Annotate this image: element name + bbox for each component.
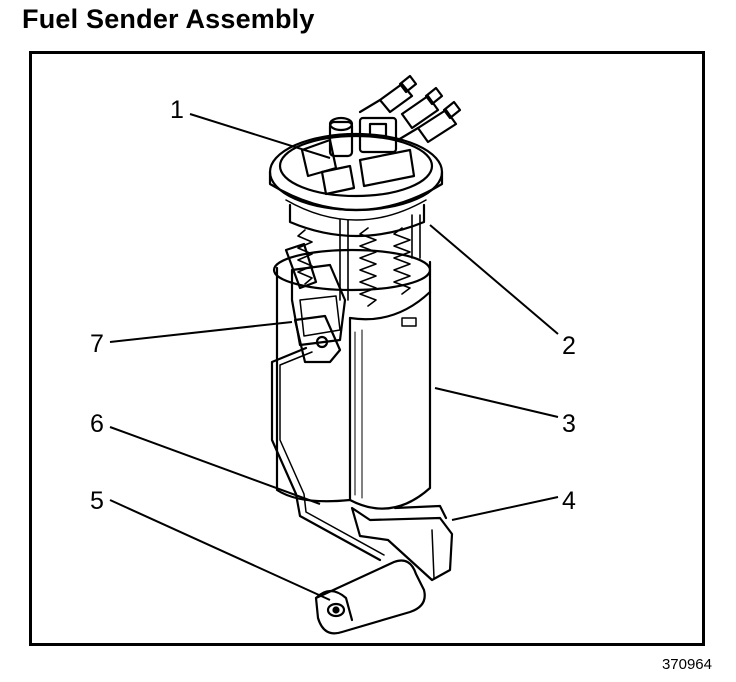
level-sensor xyxy=(284,242,347,364)
callout-4: 4 xyxy=(562,487,576,515)
figure-number: 370964 xyxy=(661,656,712,673)
callout-6: 6 xyxy=(90,410,104,438)
diagram-title: Fuel Sender Assembly xyxy=(22,4,315,34)
callout-7: 7 xyxy=(90,330,104,358)
reservoir-canister xyxy=(272,248,432,510)
illustration-frame xyxy=(29,51,705,646)
leader-lines xyxy=(109,113,559,601)
sender-flange xyxy=(268,132,444,238)
float-arm xyxy=(270,346,385,562)
top-fittings xyxy=(300,74,462,196)
callout-labels: 1 2 3 4 5 6 7 xyxy=(90,96,576,515)
callout-2: 2 xyxy=(562,332,576,360)
callout-1: 1 xyxy=(170,96,184,124)
callout-3: 3 xyxy=(562,410,576,438)
fuel-strainer xyxy=(350,504,454,582)
fuel-float xyxy=(314,559,426,635)
callout-5: 5 xyxy=(90,487,104,515)
